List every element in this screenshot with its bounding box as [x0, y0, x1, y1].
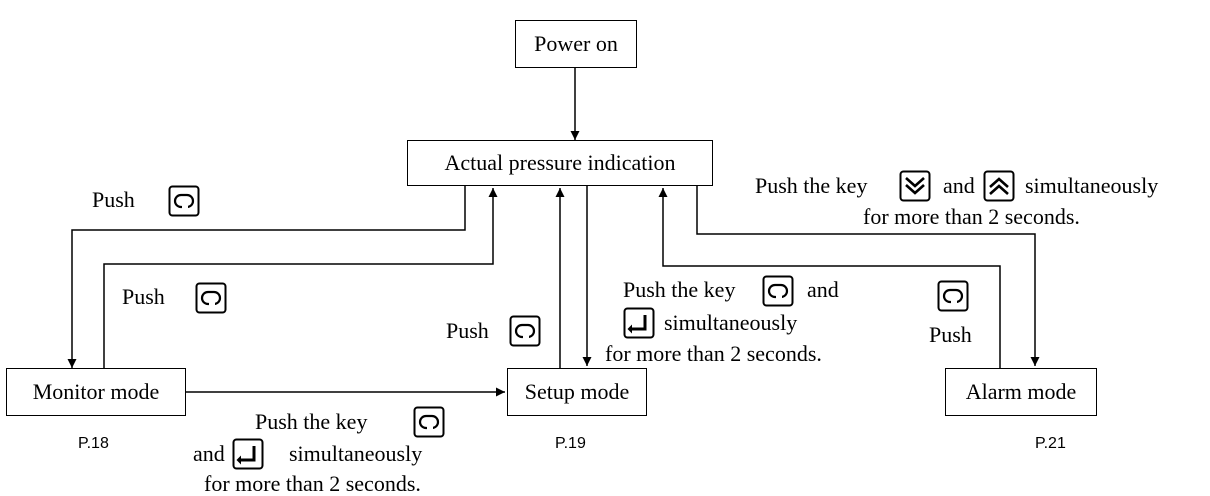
- label-push-the-key: Push the key: [755, 173, 868, 198]
- label-more-than-2s: for more than 2 seconds.: [204, 471, 421, 496]
- label-push: Push: [122, 284, 165, 309]
- set-key-icon: [623, 307, 655, 344]
- node-setup-mode: Setup mode: [507, 368, 647, 416]
- node-alarm-mode: Alarm mode: [945, 368, 1097, 416]
- label-push: Push: [929, 322, 972, 347]
- label-push-the-key: Push the key: [623, 277, 736, 302]
- node-power-on: Power on: [515, 20, 637, 68]
- set-key-icon: [232, 438, 264, 475]
- label-push-the-key: Push the key: [255, 409, 368, 434]
- label-push: Push: [92, 187, 135, 212]
- arrow-actual-to-alarm: [696, 186, 1040, 366]
- page-ref-monitor: P.18: [78, 435, 109, 452]
- mode-key-icon: [937, 280, 969, 317]
- label-and: and: [193, 441, 225, 466]
- arrow-actual-to-monitor: [67, 186, 466, 368]
- mode-key-icon: [195, 282, 227, 319]
- label-simultaneously: simultaneously: [664, 310, 798, 335]
- label-simultaneously: simultaneously: [289, 441, 423, 466]
- label-more-than-2s: for more than 2 seconds.: [863, 204, 1080, 229]
- mode-key-icon: [168, 185, 200, 222]
- arrow-monitor-to-actual: [103, 188, 498, 368]
- label-simultaneously: simultaneously: [1025, 173, 1159, 198]
- label-and: and: [943, 173, 975, 198]
- label-more-than-2s: for more than 2 seconds.: [605, 341, 822, 366]
- mode-key-icon: [762, 275, 794, 312]
- node-actual-pressure-indication: Actual pressure indication: [407, 140, 713, 186]
- page-ref-alarm: P.21: [1035, 435, 1066, 452]
- mode-key-icon: [509, 315, 541, 352]
- label-push: Push: [446, 318, 489, 343]
- label-and: and: [807, 277, 839, 302]
- down-key-icon: [899, 170, 931, 207]
- node-monitor-mode: Monitor mode: [6, 368, 186, 416]
- mode-key-icon: [413, 406, 445, 443]
- arrow-alarm-to-actual: [658, 188, 1001, 368]
- up-key-icon: [983, 170, 1015, 207]
- page-ref-setup: P.19: [555, 435, 586, 452]
